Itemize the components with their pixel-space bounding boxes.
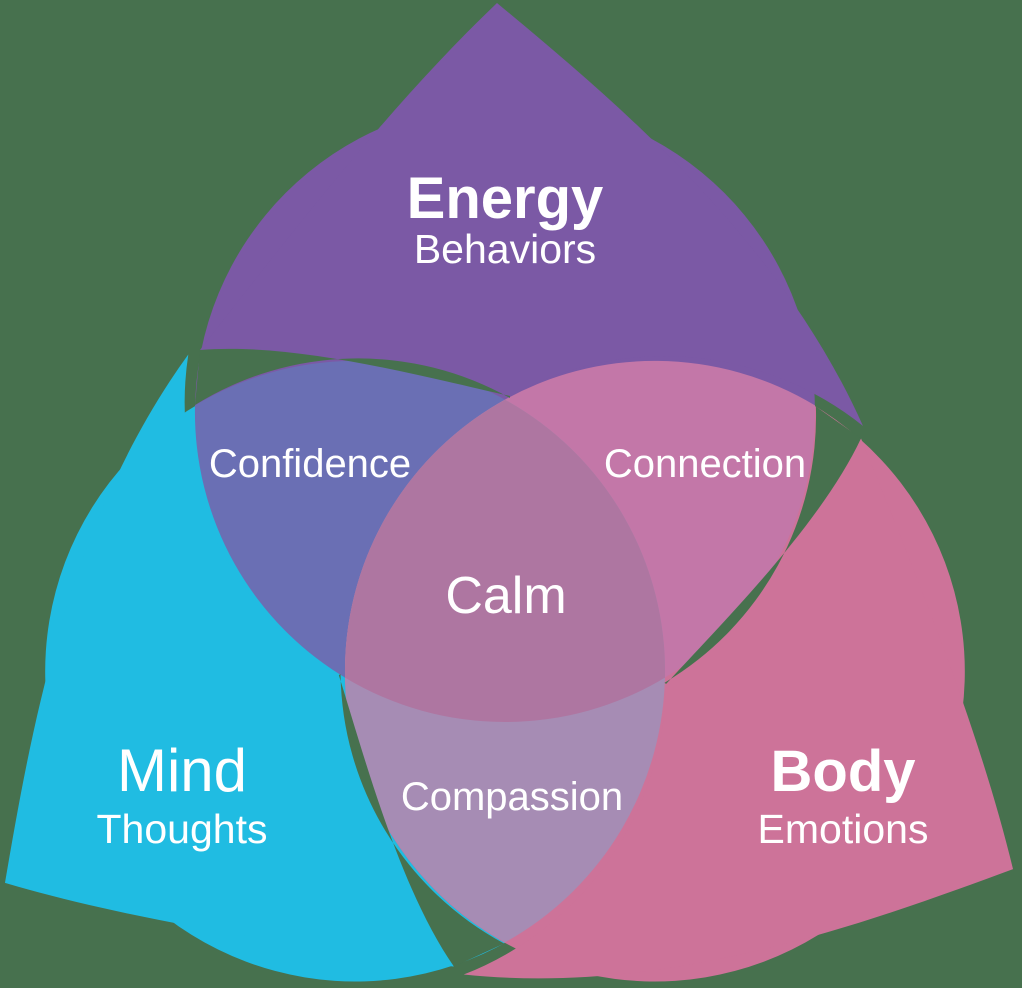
label-compassion: Compassion [401,775,623,819]
label-energy-subtitle: Behaviors [414,226,596,272]
label-mind-title: Mind [117,737,247,804]
label-confidence: Confidence [209,442,411,486]
label-calm: Calm [445,567,566,625]
label-body-subtitle: Emotions [758,806,929,852]
label-connection: Connection [604,442,806,486]
label-body-title: Body [771,739,916,804]
label-energy-title: Energy [407,166,604,231]
label-mind-subtitle: Thoughts [97,806,268,852]
overlap-calm [344,399,666,723]
